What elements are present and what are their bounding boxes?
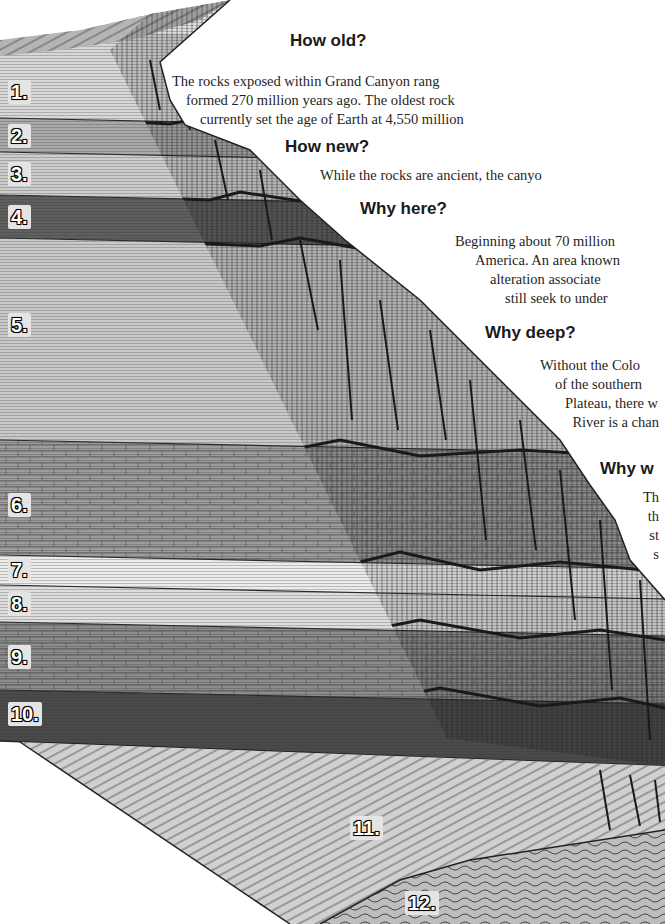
text-line: While the rocks are ancient, the canyo [320, 166, 542, 185]
callout-number: 1. [8, 80, 31, 104]
callout-number: 7. [8, 558, 31, 582]
region-edge [320, 830, 665, 924]
basement-rock [320, 830, 665, 924]
text-line: River is a chan [572, 413, 659, 432]
tilted-layers-texture [20, 742, 665, 924]
body-text: Beginning about 70 million America. An a… [0, 232, 665, 308]
text-line: Without the Colo [540, 356, 640, 375]
text-line: alteration associate [490, 270, 601, 289]
section-heading: How new? [285, 136, 369, 158]
tilted-layers [20, 742, 665, 924]
section-heading: Why deep? [485, 322, 576, 344]
wall-shade [0, 0, 665, 780]
canyon-wall [0, 0, 665, 780]
text-line: The rocks exposed within Grand Canyon ra… [172, 72, 439, 91]
wall-ledge [100, 118, 665, 708]
body-text: Without the Colo of the southern Plateau… [0, 356, 665, 432]
strata-block [0, 0, 665, 780]
text-line: th [648, 507, 659, 526]
callout-number: 8. [8, 592, 31, 616]
text-line: Beginning about 70 million [455, 232, 615, 251]
engraving-hatch [0, 0, 665, 780]
text-line: s [653, 545, 659, 564]
callout-number: 11. [350, 816, 383, 840]
basement-texture [320, 830, 665, 924]
body-text: While the rocks are ancient, the canyo [0, 166, 665, 185]
callout-number: 4. [8, 205, 31, 229]
text-line: Th [643, 488, 659, 507]
callout-number: 10. [8, 702, 42, 726]
callout-number: 12. [405, 891, 439, 915]
callout-number: 2. [8, 124, 31, 148]
text-line: still seek to under [505, 289, 608, 308]
text-line: formed 270 million years ago. The oldest… [186, 91, 455, 110]
section-heading: Why w [600, 458, 654, 480]
region-edge [20, 742, 290, 924]
inner-gorge [600, 770, 660, 830]
text-line: st [649, 526, 659, 545]
callout-number: 3. [8, 162, 31, 186]
text-line: Plateau, there w [565, 394, 658, 413]
body-text: The rocks exposed within Grand Canyon ra… [0, 72, 665, 129]
text-line: America. An area known [475, 251, 620, 270]
section-heading: Why here? [360, 198, 447, 220]
text-line: of the southern [555, 375, 642, 394]
callout-number: 6. [8, 493, 31, 517]
callout-number: 5. [8, 313, 31, 337]
section-heading: How old? [290, 30, 366, 52]
callout-number: 9. [8, 645, 31, 669]
wall-striation [0, 0, 665, 780]
text-line: currently set the age of Earth at 4,550 … [200, 110, 464, 129]
cliff-edge [160, 0, 665, 600]
body-text: Th th st s [0, 488, 665, 564]
